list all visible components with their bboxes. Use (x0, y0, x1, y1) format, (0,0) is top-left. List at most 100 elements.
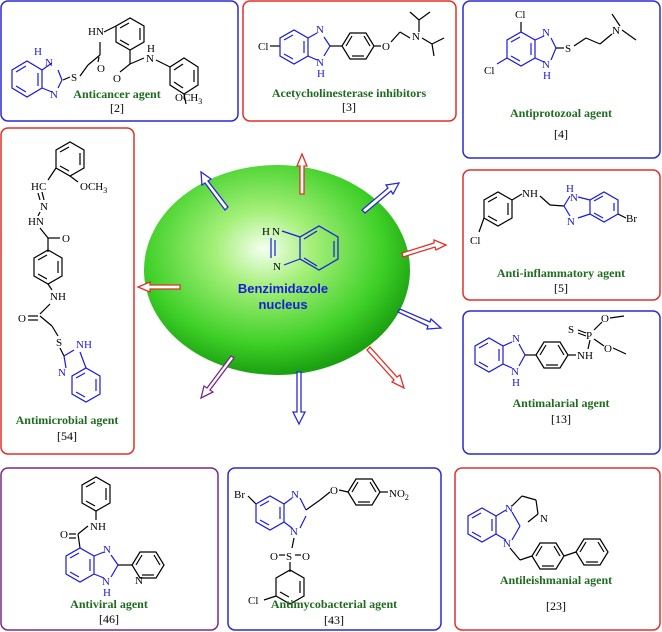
amy-s: S (286, 551, 292, 563)
ac-n-amide: N (146, 53, 154, 65)
arrow-down (291, 371, 307, 426)
amy-o: O (330, 485, 338, 497)
amy-br: Br (234, 489, 245, 501)
ref-antimalarial: [13] (551, 412, 571, 426)
al-n-imid: N (540, 513, 548, 525)
av-n1: N (103, 544, 111, 556)
label-antileishmanial: Antileishmanial agent (500, 573, 612, 587)
panel-antiviral (0, 467, 219, 631)
center-n3-label: N (273, 261, 281, 273)
panel-antiprotozoal (462, 0, 661, 159)
amb-o2: O (18, 313, 26, 325)
structure-anticancer: H N N S O HN O N H OCH3 (11, 17, 202, 106)
amy-n1: N (291, 489, 299, 501)
amy-os1: O (270, 551, 278, 563)
av-npy: N (135, 575, 143, 587)
label-antiprotozoal: Antiprotozoal agent (510, 106, 612, 120)
ref-antimycobacterial: [43] (324, 613, 344, 627)
arrow-up-right (361, 182, 401, 214)
panel-antiinflammatory (462, 169, 661, 301)
ref-anticancer: [2] (110, 101, 124, 115)
ap-n3: N (542, 59, 550, 71)
ai-h: H (566, 183, 574, 195)
panel-antimicrobial (0, 127, 135, 455)
ac-o1: O (97, 63, 105, 75)
label-anticancer: Anticancer agent (73, 87, 160, 101)
center-benzimidazole-structure: H N N (262, 225, 339, 273)
ac-h-amide: H (147, 43, 155, 55)
arrow-right-upper (401, 239, 448, 258)
label-antiinflammatory: Anti-inflammatory agent (497, 266, 625, 280)
amy-os2: O (302, 551, 310, 563)
ac-och3: OCH3 (175, 92, 202, 106)
amb-n3: N (58, 367, 66, 379)
al-n3: N (503, 538, 511, 550)
ache-n: N (412, 31, 420, 43)
label-ache: Acetycholinesterase inhibitors (272, 86, 427, 100)
center-n1-label: N (272, 226, 280, 238)
amb-och3: OCH3 (80, 181, 107, 195)
ap-cl2: Cl (484, 65, 494, 77)
arrow-up (296, 152, 308, 195)
structure-antiviral: NH O N N H N (60, 476, 165, 599)
arrow-left (136, 281, 181, 293)
ref-ache: [3] (342, 100, 356, 114)
amb-nh: NH (50, 291, 66, 303)
amb-hn: HN (28, 216, 44, 228)
amb-o1: O (62, 233, 70, 245)
arrow-up-left (200, 170, 229, 211)
amy-n3: N (290, 526, 298, 538)
label-antimycobacterial: Antimycobacterial agent (271, 597, 397, 611)
panel-anticancer (0, 0, 239, 122)
amy-no2: NO2 (389, 488, 409, 502)
amb-hc: HC (31, 181, 46, 193)
am-n1: N (512, 333, 520, 345)
structure-antimalarial: N N H NH P S O O (474, 313, 627, 389)
ap-s: S (565, 43, 571, 55)
center-title-line2: nucleus (258, 297, 307, 312)
label-antiviral: Antiviral agent (70, 597, 148, 611)
ref-antileishmanial: [23] (546, 599, 566, 613)
ache-n1: N (316, 24, 324, 36)
ref-antiinflammatory: [5] (554, 281, 568, 295)
am-s: S (568, 324, 574, 336)
structure-antimycobacterial: Br N N O NO2 S O O Cl (234, 478, 409, 607)
panel-antileishmanial (454, 467, 661, 631)
amb-h: H (84, 339, 92, 351)
label-antimalarial: Antimalarial agent (513, 396, 610, 410)
ac-s: S (71, 72, 77, 84)
am-o1: O (601, 313, 609, 325)
ai-cl: Cl (470, 235, 480, 247)
amb-s: S (56, 337, 62, 349)
arrow-right-lower (397, 308, 443, 330)
ap-cl1: Cl (515, 9, 525, 21)
am-o2: O (604, 343, 612, 355)
center-nh-label: H (262, 226, 270, 238)
av-nh: NH (90, 521, 106, 533)
label-antimicrobial: Antimicrobial agent (16, 413, 119, 427)
am-h: H (512, 377, 520, 389)
ai-br: Br (626, 213, 637, 225)
amb-n1: N (76, 339, 84, 351)
ac-o2: O (113, 73, 121, 85)
ache-o: O (382, 41, 390, 53)
structure-antiinflammatory: Cl NH H N N Br (470, 183, 637, 247)
ai-nh: NH (522, 188, 538, 200)
ai-n1: N (570, 192, 578, 204)
structure-ache: Cl N N H O N (258, 11, 445, 80)
ac-hn: HN (88, 26, 104, 38)
av-o: O (60, 529, 68, 541)
panel-antimycobacterial (227, 467, 442, 631)
am-nh: NH (577, 350, 593, 362)
structure-antiprotozoal: Cl Cl N N H S N (484, 9, 637, 82)
arrow-down-left (200, 355, 235, 400)
ap-n: N (612, 25, 620, 37)
ap-h: H (543, 70, 551, 82)
amy-cl: Cl (248, 595, 258, 607)
structure-antimicrobial: OCH3 HC N HN O NH O S N H N (18, 141, 107, 403)
amb-n: N (40, 201, 48, 213)
ap-n1: N (542, 27, 550, 39)
am-n3: N (511, 366, 519, 378)
am-p: P (586, 330, 592, 342)
